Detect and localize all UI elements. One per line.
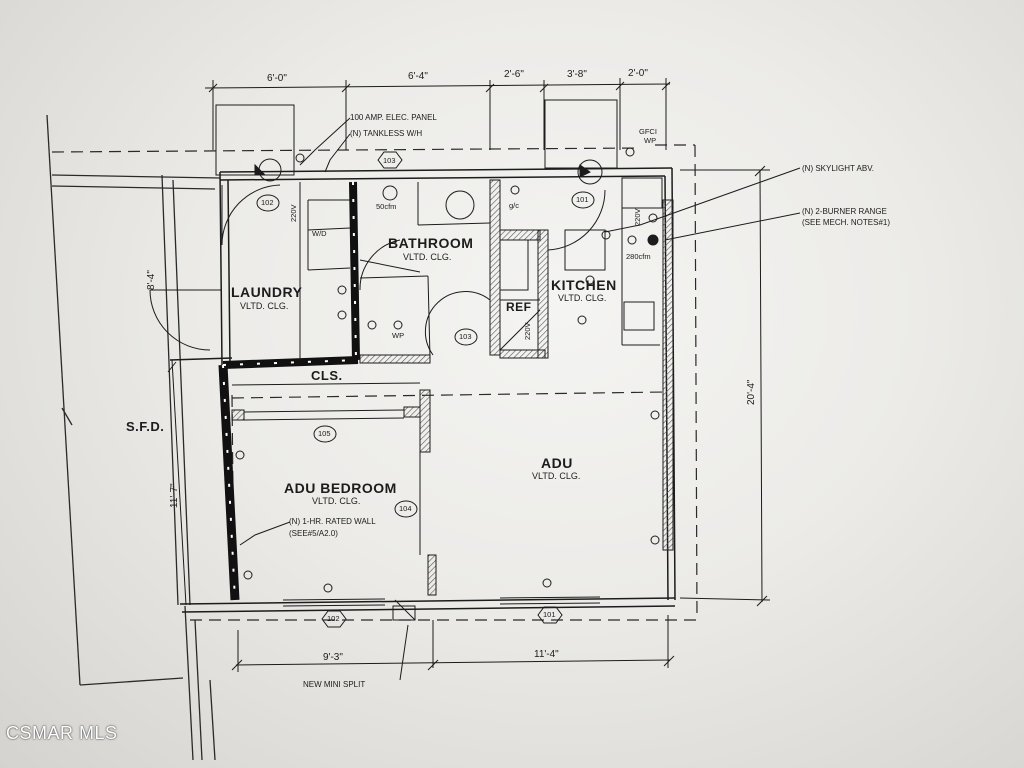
tag-door-103: 103 <box>459 332 472 341</box>
dimension-top-3: 2'-6" <box>504 69 524 80</box>
note-tankless: (N) TANKLESS W/H <box>350 129 423 138</box>
fixture-220v-kitchen: 220V <box>633 208 642 226</box>
dimension-bottom-2: 11'-4" <box>534 649 559 660</box>
tag-window-101: 101 <box>543 610 556 619</box>
fixture-220v-ref: 220V <box>523 322 532 340</box>
fixture-220v-laundry: 220V <box>289 204 298 222</box>
room-ceiling-kitchen: VLTD. CLG. <box>558 293 607 303</box>
rated-wall <box>218 181 360 601</box>
room-label-bathroom: BATHROOM <box>388 235 474 251</box>
room-ceiling-bathroom: VLTD. CLG. <box>403 252 452 262</box>
door-swings <box>149 184 606 356</box>
fixture-gfc: g/c <box>509 201 520 210</box>
note-skylight: (N) SKYLIGHT ABV. <box>802 164 875 173</box>
fixture-wp-top: WP <box>644 136 657 145</box>
interior-walls <box>231 177 674 596</box>
note-wall-line2: (SEE#5/A2.0) <box>289 529 338 538</box>
tag-door-105: 105 <box>318 429 331 438</box>
fixture-cfm-bath: 50cfm <box>376 202 397 211</box>
room-label-closet: CLS. <box>311 368 343 383</box>
room-label-ref: REF <box>506 300 532 314</box>
dimension-top-4: 3'-8" <box>567 69 587 80</box>
dimension-right: 20'-4" <box>746 379 757 405</box>
windows <box>282 596 601 621</box>
tag-shapes <box>256 151 595 628</box>
tag-window-102: 102 <box>327 614 340 623</box>
room-ceiling-adu-bedroom: VLTD. CLG. <box>312 496 361 506</box>
room-label-sfd: S.F.D. <box>126 419 165 434</box>
tag-door-102: 102 <box>261 198 274 207</box>
electrical-symbols <box>235 147 660 593</box>
note-range-line2: (SEE MECH. NOTES#1) <box>802 218 891 227</box>
leader-lines <box>239 117 801 681</box>
dimension-bottom-1: 9'-3" <box>323 652 343 663</box>
dimension-top-2: 6'-4" <box>408 71 428 82</box>
note-range-line1: (N) 2-BURNER RANGE <box>802 207 887 216</box>
dimension-left-lower: 11'-7" <box>169 483 180 508</box>
room-label-kitchen: KITCHEN <box>551 277 617 293</box>
room-ceiling-adu: VLTD. CLG. <box>532 471 581 481</box>
watermark: CSMAR MLS <box>6 723 118 743</box>
room-label-adu-bedroom: ADU BEDROOM <box>284 480 397 496</box>
dimension-top-1: 6'-0" <box>267 73 287 84</box>
tag-door-101: 101 <box>576 195 589 204</box>
room-label-adu: ADU <box>541 455 573 471</box>
dimension-left-upper: 8'-4" <box>146 270 157 290</box>
room-label-laundry: LAUNDRY <box>231 284 303 300</box>
room-ceiling-laundry: VLTD. CLG. <box>240 301 289 311</box>
fixture-gfci: GFCI <box>639 127 657 136</box>
note-elec-panel: 100 AMP. ELEC. PANEL <box>350 113 437 122</box>
fixture-washer-dryer: W/D <box>312 229 327 238</box>
existing-sfd-outline <box>46 114 221 761</box>
fixture-cfm-kitchen: 280cfm <box>626 252 651 261</box>
tag-door-104: 104 <box>399 504 412 513</box>
note-wall-line1: (N) 1-HR. RATED WALL <box>289 517 376 526</box>
tag-door-103-top: 103 <box>383 156 396 165</box>
dashed-reference-lines <box>51 144 698 621</box>
note-mini-split: NEW MINI SPLIT <box>303 680 366 689</box>
other-dimension-lines <box>167 165 771 672</box>
dimension-top-5: 2'-0" <box>628 68 648 79</box>
fixture-wp-bath: WP <box>392 331 405 340</box>
